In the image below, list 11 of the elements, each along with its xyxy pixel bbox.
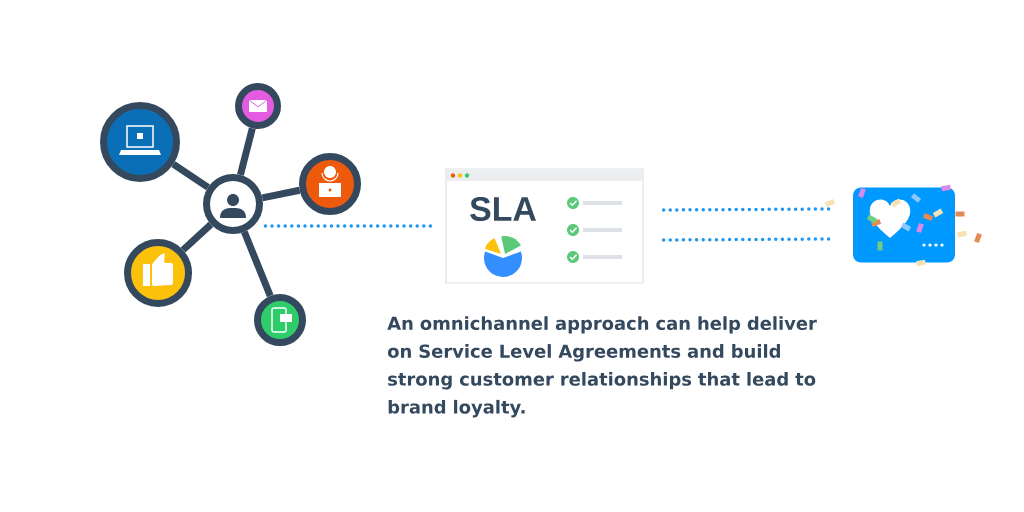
connector-line bbox=[261, 186, 301, 202]
caption-text: An omnichannel approach can help deliver on Service Level Agreements and build strong customer relationships that lead to brand loyalty. bbox=[387, 316, 817, 418]
connector-line bbox=[661, 207, 831, 212]
connector-line bbox=[237, 127, 256, 176]
channel-circle bbox=[100, 102, 180, 182]
connector-line bbox=[661, 237, 831, 242]
connector-line bbox=[180, 221, 214, 253]
connector-line bbox=[171, 161, 210, 191]
connector-line bbox=[263, 224, 434, 228]
sla-card: SLA bbox=[445, 168, 644, 284]
connector-line bbox=[241, 230, 274, 298]
